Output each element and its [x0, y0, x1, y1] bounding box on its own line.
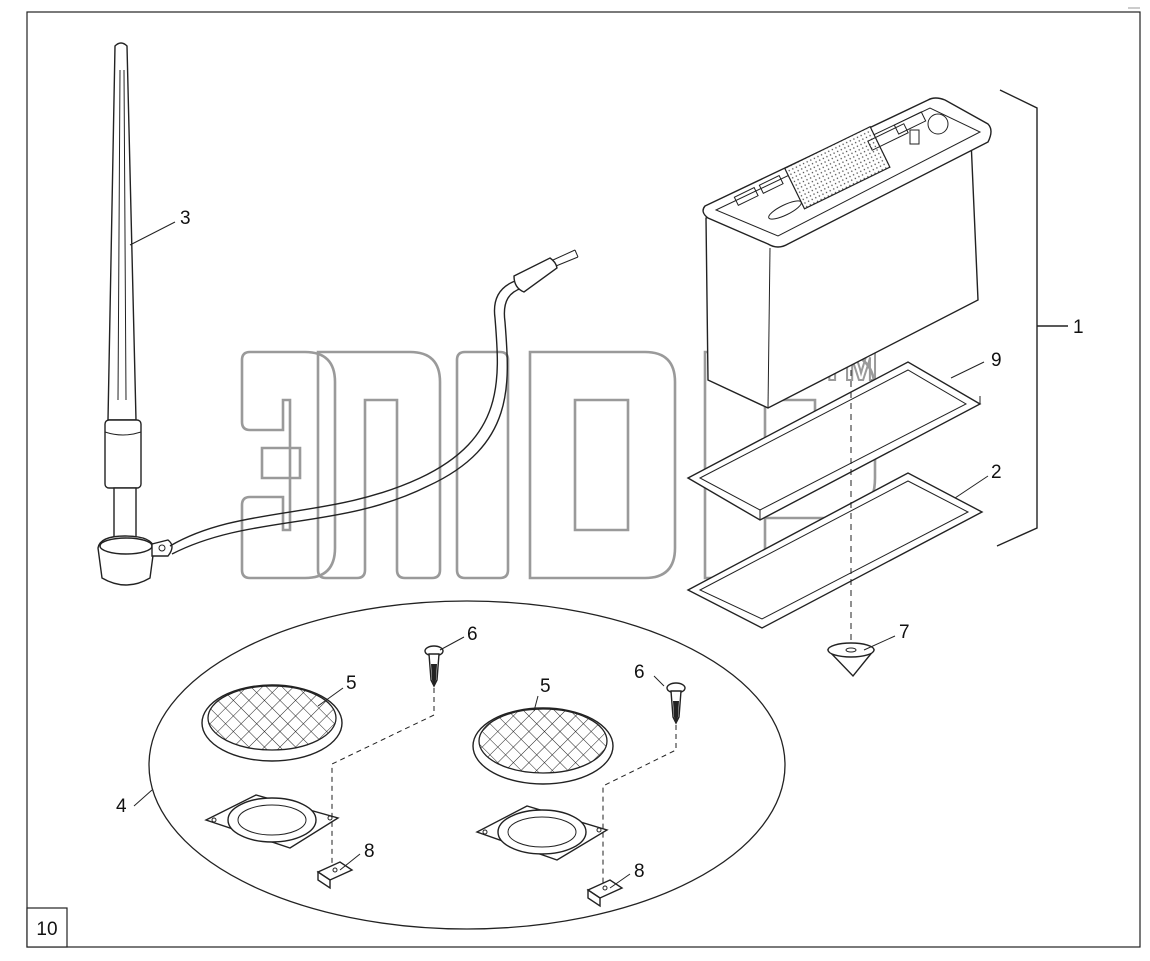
callout-1: 1: [1073, 317, 1084, 338]
callout-3: 3: [180, 208, 191, 229]
callout-8-left: 8: [364, 841, 375, 862]
callout-5-left: 5: [346, 673, 357, 694]
callout-8-right: 8: [634, 861, 645, 882]
speaker-kit-outline: [148, 600, 786, 930]
screw-left: [424, 645, 444, 688]
callout-6-right: 6: [634, 662, 645, 683]
antenna-cable: [169, 249, 579, 555]
radio-receiver: [702, 97, 992, 409]
page-number: 10: [36, 919, 57, 940]
seal-gasket: [686, 472, 984, 629]
screw-path-left: [331, 688, 435, 870]
assembly-bracket: [996, 89, 1068, 547]
callouts: 1 2 3 4 5 5 6 6 7 8 8 9: [116, 208, 1084, 882]
clip-nut-left: [316, 861, 354, 890]
speaker-grille-left: [201, 684, 343, 762]
clip-nut-right: [586, 879, 624, 908]
speaker-frame-right: [475, 805, 609, 861]
screw-path-right: [602, 725, 677, 888]
mounting-frame: [686, 361, 982, 521]
callout-6-left: 6: [467, 624, 478, 645]
speaker-frame-left: [204, 794, 340, 849]
leader-lines: [129, 221, 989, 889]
page-number-box: 10: [26, 907, 68, 948]
callout-5-right: 5: [540, 676, 551, 697]
screw-right: [666, 682, 686, 725]
callout-9: 9: [991, 350, 1002, 371]
cone-nut: [826, 642, 876, 678]
speaker-grille-right: [472, 707, 614, 785]
callout-4: 4: [116, 796, 127, 817]
callout-7: 7: [899, 622, 910, 643]
callout-2: 2: [991, 462, 1002, 483]
drawing-frame: [26, 11, 1141, 948]
antenna-mast: [97, 42, 173, 586]
